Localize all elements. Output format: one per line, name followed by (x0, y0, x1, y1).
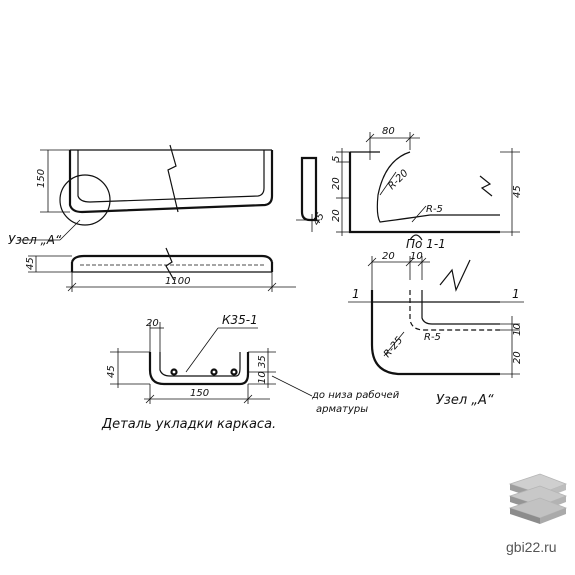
dim-node-right-b: 20 (512, 351, 523, 364)
node-a-detail: 20 10 1 1 R-25 R-5 10 20 Узел „А“ (348, 251, 524, 408)
dim-small-section: 45 (311, 211, 327, 228)
cut-mark-left: 1 (352, 287, 360, 301)
rebar-left (170, 368, 178, 376)
dim-detail-left: 45 (106, 365, 117, 378)
dim-elevation-length: 1100 (165, 276, 190, 287)
detail-note-line2: арматуры (316, 404, 368, 415)
dim-section-left-mid: 20 (331, 177, 342, 190)
dim-section-left-top: 5 (331, 156, 342, 162)
frame-detail: 20 К35-1 45 150 35 10 до низа рабочей ар… (101, 313, 400, 432)
detail-note-line1: до низа рабочей (311, 389, 400, 401)
section-1-1: 80 5 20 20 45 R-20 R-5 По 1-1 (331, 126, 523, 251)
node-a-circle (59, 174, 111, 226)
detail-caption: Деталь укладки каркаса. (101, 417, 276, 432)
cut-mark-right: 1 (512, 287, 520, 301)
dim-section-right: 45 (512, 185, 523, 198)
watermark-logo: gbi22.ru (506, 473, 568, 555)
dim-detail-right-b: 10 (257, 371, 268, 384)
section-1-1-title: По 1-1 (406, 237, 446, 251)
node-a-callout-label: Узел „А“ (8, 233, 62, 247)
dim-detail-width: 150 (190, 388, 209, 399)
dim-node-top-b: 10 (410, 251, 423, 262)
dim-detail-top: 20 (146, 318, 159, 329)
radius-section-large: R-20 (386, 168, 410, 192)
dim-node-top-a: 20 (382, 251, 395, 262)
node-a-title: Узел „А“ (436, 393, 494, 408)
small-section: 45 (296, 156, 327, 232)
dim-elevation-height: 150 (36, 169, 47, 188)
dim-elevation-bottom-height: 45 (25, 257, 36, 270)
dim-section-left-bottom: 20 (331, 209, 342, 222)
rebar-mid (210, 368, 218, 376)
rebar-right (230, 368, 238, 376)
radius-node-small: R-5 (424, 332, 441, 343)
frame-mark-label: К35-1 (222, 313, 258, 327)
dim-node-right-a: 10 (512, 323, 523, 336)
dim-detail-right-a: 35 (257, 355, 268, 368)
dim-section-top: 80 (382, 126, 395, 137)
watermark-text: gbi22.ru (506, 539, 557, 555)
elevation-view: 150 Узел „А“ 45 1100 (8, 144, 296, 292)
radius-node-large: R-25 (382, 335, 405, 360)
radius-section-small: R-5 (426, 204, 443, 215)
stack-icon (508, 473, 568, 524)
